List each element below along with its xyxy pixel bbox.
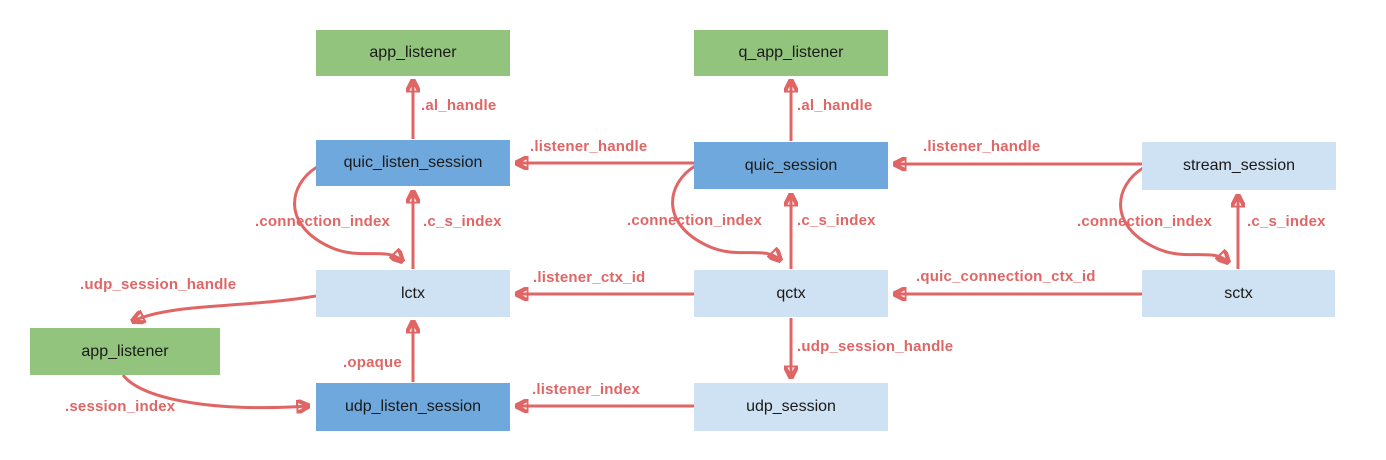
edge-label-connection-index-left: .connection_index xyxy=(255,213,391,230)
node-label: quic_session xyxy=(744,156,838,174)
edge-session-index-arrow xyxy=(121,374,308,408)
node-label: app_listener xyxy=(369,44,457,61)
edge-label-quic-connection-ctx-id: .quic_connection_ctx_id xyxy=(916,268,1096,285)
edge-connection-index-left-arrow xyxy=(293,165,402,261)
edge-label-connection-index-right: .connection_index xyxy=(1077,213,1213,230)
edge-label-opaque: .opaque xyxy=(343,354,402,371)
edge-label-listener-ctx-id: .listener_ctx_id xyxy=(533,269,646,286)
edge-udp-session-handle-left-arrow xyxy=(133,294,317,321)
edge-connection-index-right-arrow xyxy=(1119,166,1228,262)
edge-label-c-s-index-mid: .c_s_index xyxy=(797,212,876,229)
edge-label-listener-handle-left: .listener_handle xyxy=(530,138,648,155)
node-label: udp_session xyxy=(746,398,836,415)
node-udp-session: udp_session xyxy=(694,383,888,431)
node-app-listener-top: app_listener xyxy=(316,30,510,76)
node-label: stream_session xyxy=(1182,157,1296,174)
node-label: q_app_listener xyxy=(738,44,844,61)
node-qctx: qctx xyxy=(694,270,888,317)
node-lctx: lctx xyxy=(316,270,510,317)
edge-label-udp-session-handle-left: .udp_session_handle xyxy=(80,276,237,293)
node-label: app_listener xyxy=(81,342,169,360)
edge-connection-index-mid-arrow xyxy=(671,164,780,260)
node-sctx: sctx xyxy=(1142,270,1335,317)
edge-label-al-handle-left: .al_handle xyxy=(421,97,497,114)
node-udp-listen-session: udp_listen_session xyxy=(316,383,510,431)
node-app-listener-left: app_listener xyxy=(30,328,220,375)
edge-label-session-index: .session_index xyxy=(65,398,176,415)
edge-label-listener-index: .listener_index xyxy=(532,381,641,398)
node-label: sctx xyxy=(1224,284,1253,302)
node-q-app-listener: q_app_listener xyxy=(694,30,888,76)
edge-label-al-handle-right: .al_handle xyxy=(797,97,873,114)
node-label: qctx xyxy=(776,284,806,302)
node-quic-listen-session: quic_listen_session xyxy=(316,140,510,186)
edge-label-connection-index-mid: .connection_index xyxy=(627,212,763,229)
node-label: lctx xyxy=(401,284,425,302)
node-quic-session: quic_session xyxy=(694,142,888,189)
edge-label-listener-handle-right: .listener_handle xyxy=(923,138,1041,155)
node-label: quic_listen_session xyxy=(343,154,483,171)
node-stream-session: stream_session xyxy=(1142,142,1336,190)
edge-label-c-s-index-left: .c_s_index xyxy=(423,213,502,230)
edge-label-udp-session-handle-right: .udp_session_handle xyxy=(797,338,954,355)
node-label: udp_listen_session xyxy=(344,398,482,415)
edge-label-c-s-index-right: .c_s_index xyxy=(1247,213,1326,230)
